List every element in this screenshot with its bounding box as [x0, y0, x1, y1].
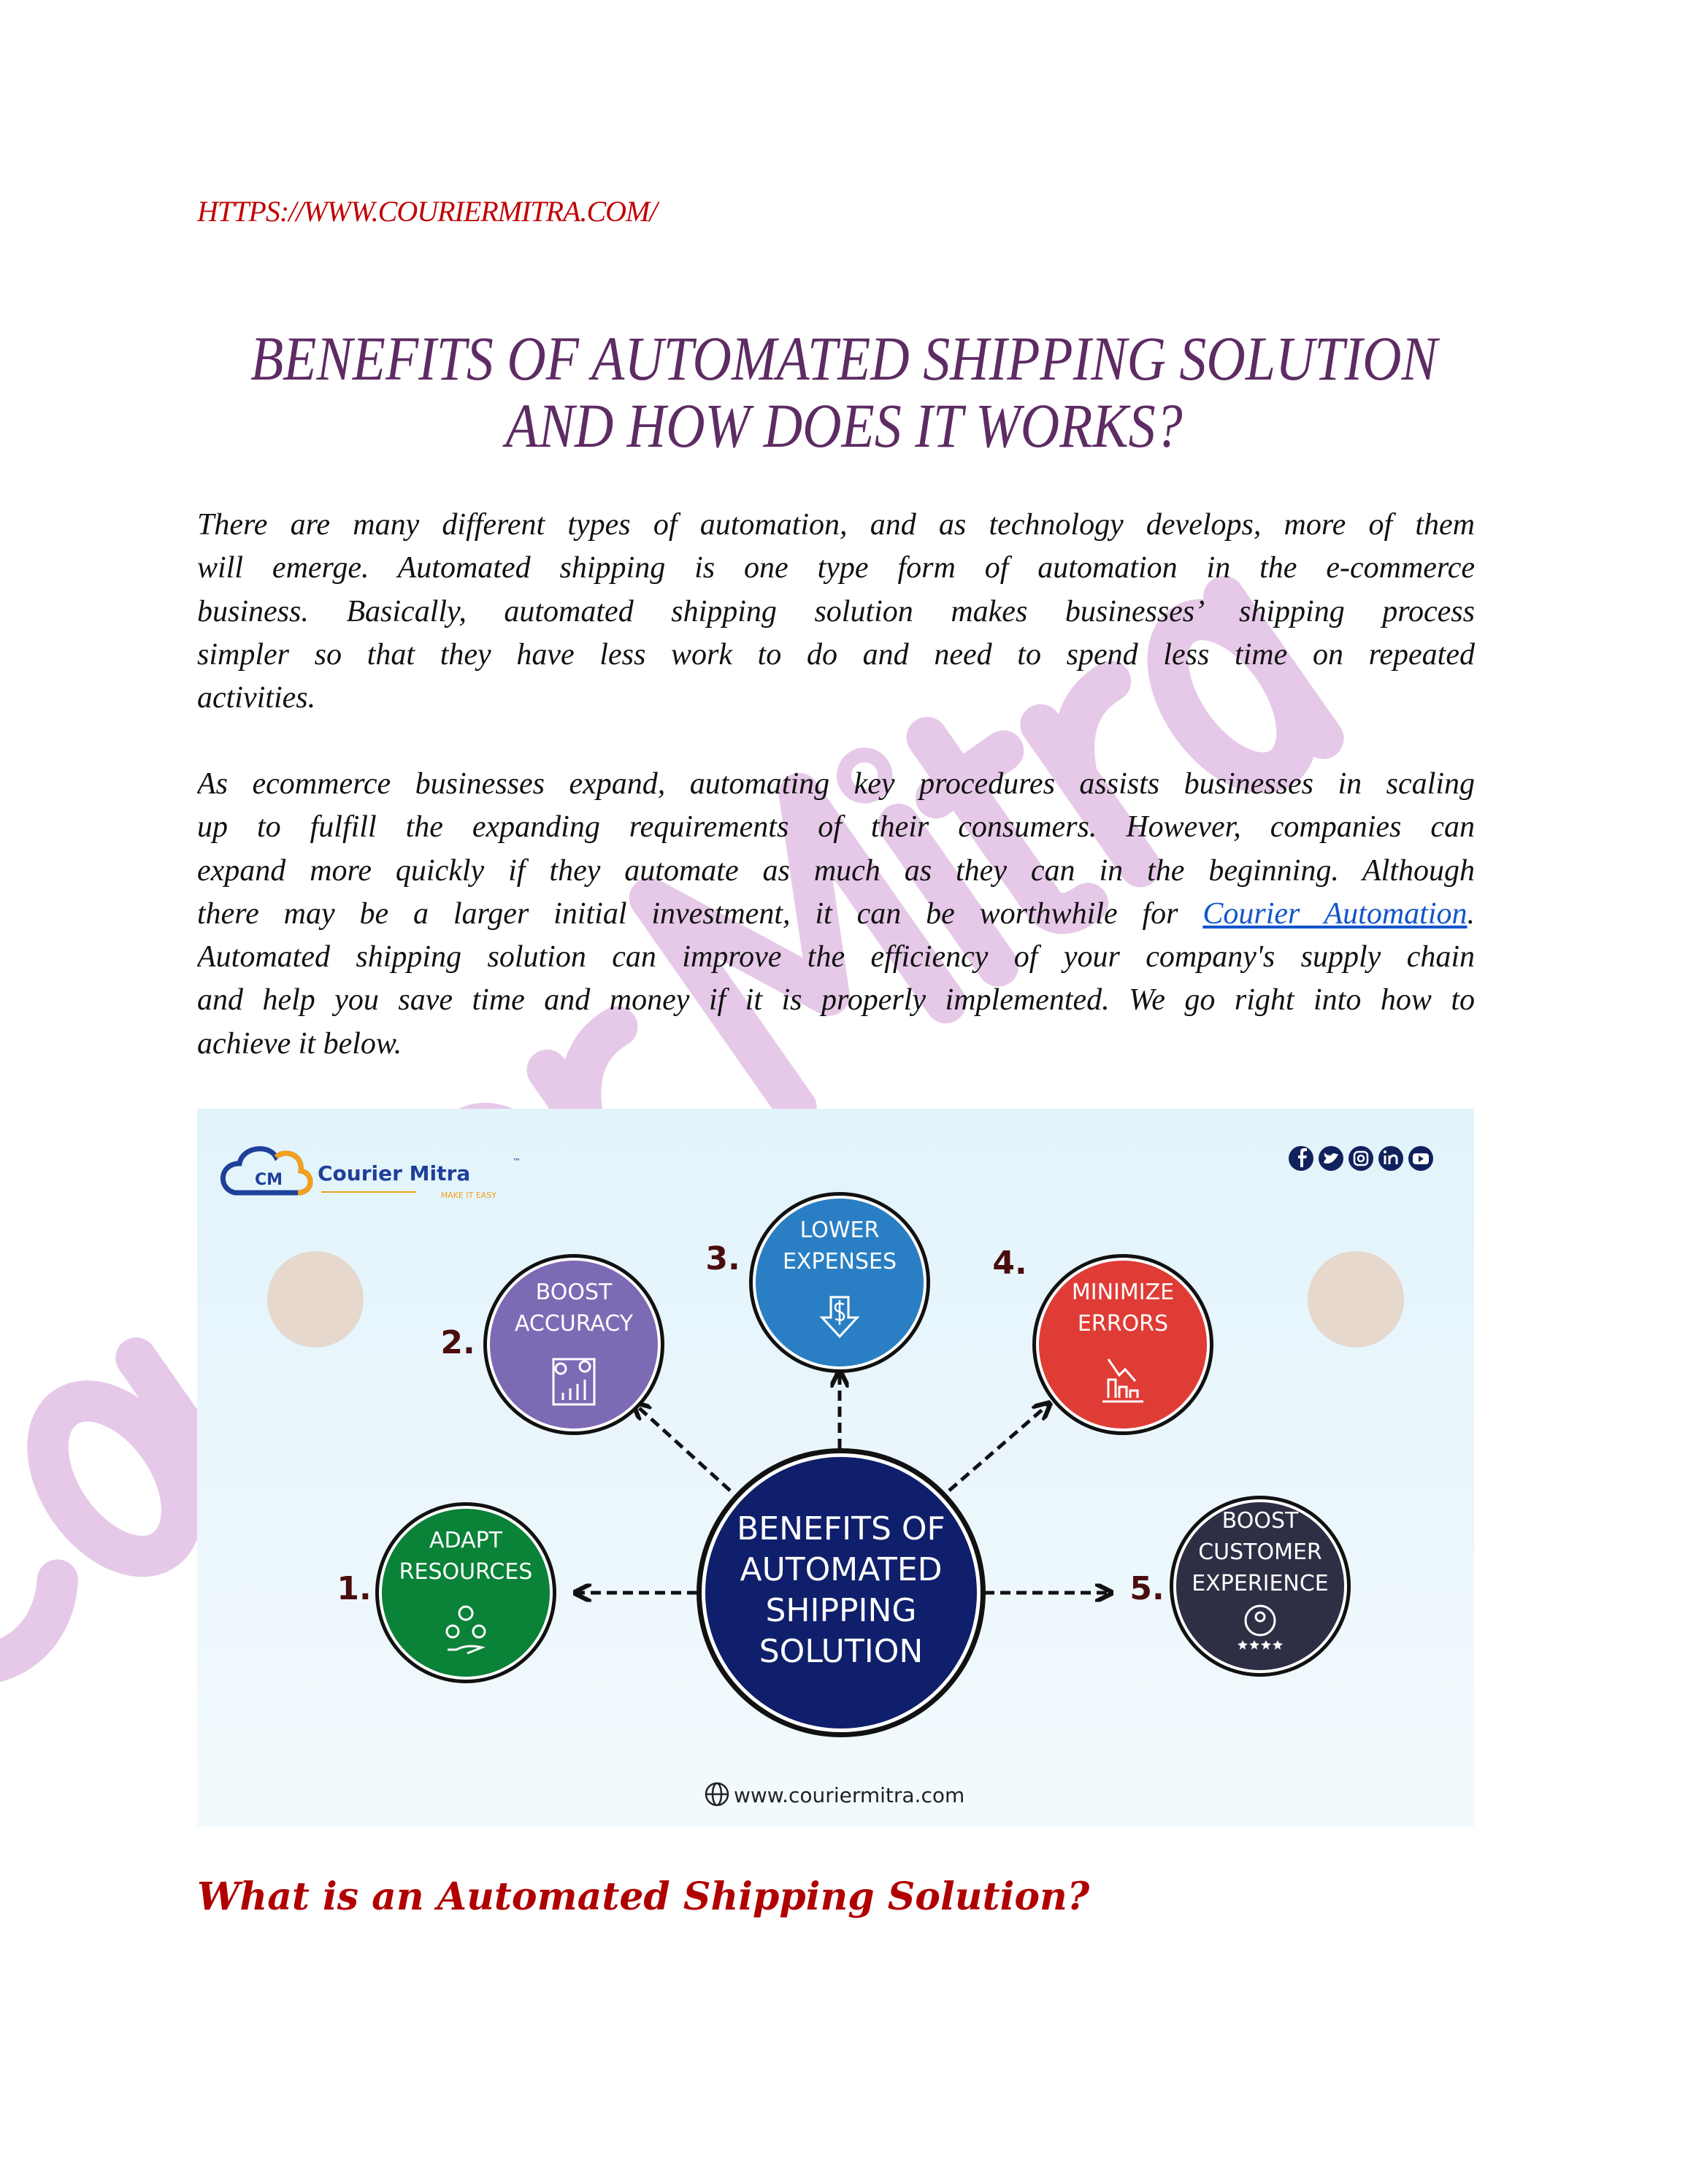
- text-line: Automated shipping solution can improve …: [197, 940, 1475, 974]
- accuracy-chart-icon: [552, 1358, 596, 1406]
- center-text-line: SOLUTION: [759, 1633, 924, 1670]
- benefit-label-line: RESOURCES: [399, 1559, 533, 1585]
- courier-automation-link[interactable]: Courier Automation: [1202, 896, 1468, 931]
- center-text-line: BENEFITS OF: [737, 1510, 945, 1547]
- second-paragraph: As ecommerce businesses expand, automati…: [197, 763, 1475, 1066]
- text-fragment: there may be a larger initial investment…: [197, 896, 1203, 931]
- benefit-label-line: CUSTOMER: [1198, 1539, 1322, 1565]
- center-text-line: SHIPPING: [765, 1592, 916, 1629]
- title-line-1: BENEFITS OF AUTOMATED SHIPPING SOLUTION: [250, 323, 1438, 393]
- text-line: will emerge. Automated shipping is one t…: [197, 551, 1475, 585]
- benefit-label-line: EXPENSES: [783, 1249, 897, 1274]
- globe-icon: [705, 1782, 729, 1807]
- logo-tm: ™: [513, 1157, 521, 1166]
- customer-stars-icon: [1238, 1604, 1283, 1650]
- youtube-icon[interactable]: [1408, 1146, 1433, 1171]
- benefit-label-line: BOOST: [536, 1280, 613, 1305]
- decor-circle: [1308, 1251, 1404, 1347]
- benefit-adapt-resources: ADAPT RESOURCES 1.: [337, 1502, 556, 1683]
- center-circle: BENEFITS OF AUTOMATED SHIPPING SOLUTION: [697, 1448, 986, 1737]
- center-text-line: AUTOMATED: [740, 1551, 942, 1588]
- text-line: There are many different types of automa…: [197, 508, 1475, 542]
- connector-arrows: [577, 1373, 1110, 1593]
- benefit-number: 4.: [992, 1245, 1027, 1282]
- benefit-number: 1.: [337, 1570, 371, 1607]
- benefit-minimize-errors: MINIMIZE ERRORS 4.: [992, 1245, 1213, 1435]
- benefit-label-line: EXPERIENCE: [1192, 1571, 1329, 1596]
- benefit-lower-expenses: LOWER EXPENSES 3.: [705, 1192, 930, 1373]
- resources-hand-icon: [445, 1605, 486, 1655]
- benefit-boost-customer-experience: BOOST CUSTOMER EXPERIENCE 5.: [1129, 1496, 1351, 1677]
- facebook-icon[interactable]: [1289, 1146, 1313, 1171]
- social-icons: [1289, 1146, 1433, 1171]
- arrow-to-2: [635, 1404, 732, 1492]
- text-fragment: .: [1467, 896, 1476, 931]
- text-line: As ecommerce businesses expand, automati…: [197, 767, 1475, 801]
- benefit-label-line: ACCURACY: [515, 1311, 634, 1337]
- text-line: expand more quickly if they automate as …: [197, 853, 1475, 888]
- text-line: achieve it below.: [197, 1026, 402, 1061]
- text-line: up to fulfill the expanding requirements…: [197, 810, 1475, 845]
- dollar-down-arrow-icon: [819, 1296, 860, 1339]
- benefits-infographic: CM Courier Mitra ™ MAKE IT EASY BENEFITS…: [197, 1109, 1474, 1827]
- arrow-to-4: [948, 1404, 1048, 1492]
- benefit-label-line: MINIMIZE: [1072, 1280, 1174, 1305]
- declining-chart-icon: [1102, 1358, 1143, 1403]
- text-line: activities.: [197, 681, 316, 715]
- page-title: BENEFITS OF AUTOMATED SHIPPING SOLUTION …: [0, 325, 1688, 459]
- logo-tagline: MAKE IT EASY: [441, 1191, 497, 1200]
- title-line-2: AND HOW DOES IT WORKS?: [505, 391, 1183, 461]
- benefit-label-line: ADAPT: [429, 1528, 503, 1553]
- section-heading: What is an Automated Shipping Solution?: [197, 1875, 1090, 1919]
- instagram-icon[interactable]: [1349, 1146, 1373, 1171]
- site-url[interactable]: HTTPS://WWW.COURIERMITRA.COM/: [197, 195, 657, 228]
- text-line: business. Basically, automated shipping …: [197, 594, 1475, 628]
- text-line: and help you save time and money if it i…: [197, 983, 1475, 1018]
- benefit-label-line: LOWER: [800, 1218, 880, 1243]
- logo-name: Courier Mitra: [318, 1161, 470, 1185]
- linkedin-icon[interactable]: [1378, 1146, 1403, 1171]
- intro-paragraph: There are many different types of automa…: [197, 504, 1475, 720]
- website-footer: www.couriermitra.com: [705, 1782, 964, 1807]
- benefit-label-line: ERRORS: [1078, 1311, 1168, 1337]
- benefit-label-line: BOOST: [1222, 1508, 1299, 1534]
- text-line: simpler so that they have less work to d…: [197, 637, 1475, 672]
- twitter-icon[interactable]: [1319, 1146, 1343, 1171]
- decor-circle: [267, 1251, 364, 1347]
- benefit-number: 5.: [1129, 1570, 1164, 1607]
- website-text[interactable]: www.couriermitra.com: [734, 1783, 964, 1807]
- text-line: there may be a larger initial investment…: [197, 893, 1475, 936]
- benefit-number: 3.: [705, 1240, 740, 1277]
- benefit-number: 2.: [440, 1324, 475, 1361]
- logo-initials: CM: [255, 1171, 283, 1189]
